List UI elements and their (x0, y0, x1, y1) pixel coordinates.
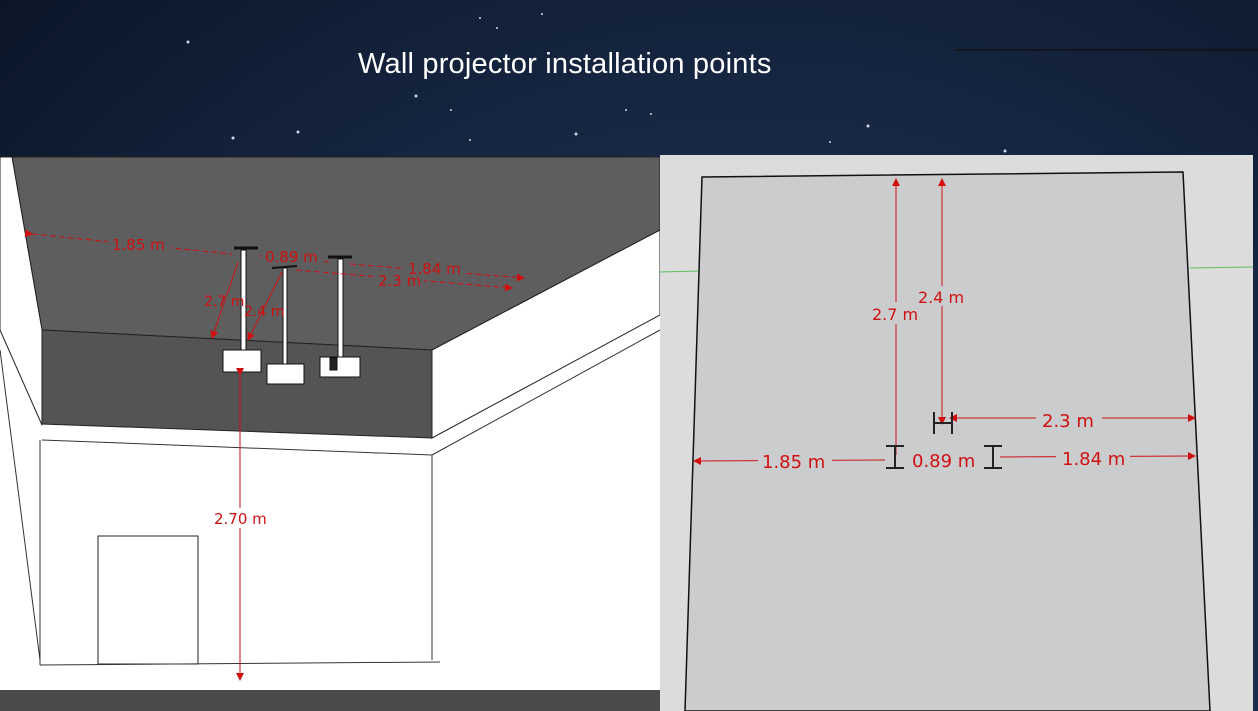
projector-mounts (222, 246, 361, 385)
door (97, 535, 199, 665)
plan-label-left-gap: 1.85 m (762, 452, 825, 473)
plan-label-between: 0.89 m (912, 451, 975, 472)
plan-label-right-gap: 1.84 m (1062, 449, 1125, 470)
room-3d-view: 1.85 m 0.89 m 1.84 m 2.3 m 2.7 m 2.4 m 2… (0, 156, 661, 711)
label-depth-2: 2.4 m (244, 304, 284, 320)
label-between: 0.89 m (265, 248, 318, 266)
plan-label-right-gap-2: 2.3 m (1042, 411, 1094, 432)
mount-points (886, 412, 1002, 469)
label-right-gap-2: 2.3 m (378, 272, 421, 290)
label-height: 2.70 m (214, 510, 267, 528)
ceiling-plan-view: 2.7 m 2.4 m 2.3 m 1.85 m 0.89 m 1.84 m (659, 155, 1254, 711)
plan-label-depth-2: 2.4 m (918, 288, 964, 307)
label-depth-1: 2.7 m (204, 294, 244, 310)
label-left-gap: 1.85 m (112, 236, 165, 254)
stars (186, 13, 1007, 153)
plan-label-depth-1: 2.7 m (872, 305, 918, 324)
slide-title: Wall projector installation points (358, 48, 772, 80)
label-right-gap: 1.84 m (408, 260, 461, 278)
